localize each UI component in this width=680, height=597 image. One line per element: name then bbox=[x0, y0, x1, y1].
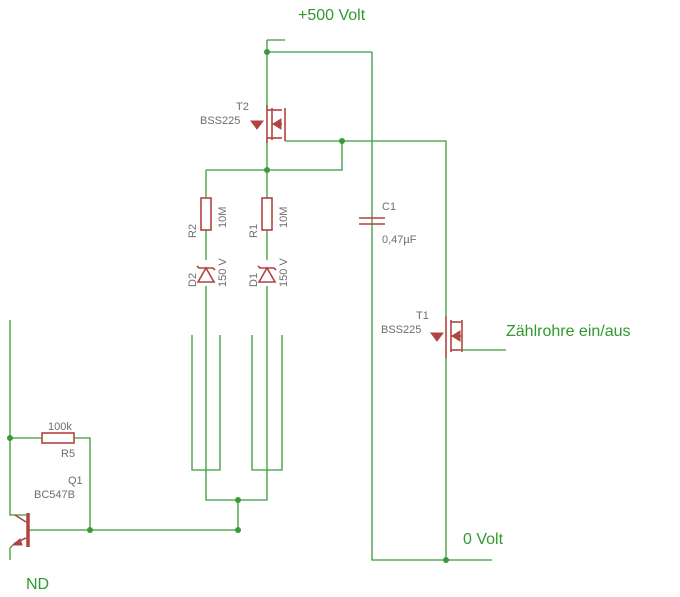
zener-d2 bbox=[196, 265, 216, 283]
geiger-tube-left bbox=[191, 335, 221, 471]
r2-ref: R2 bbox=[187, 224, 199, 238]
net-label-output: Zählrohre ein/aus bbox=[506, 323, 631, 340]
c1-ref: C1 bbox=[382, 201, 396, 213]
resistor-r1 bbox=[261, 197, 273, 231]
junction-dot bbox=[87, 527, 93, 533]
net-label-supply: +500 Volt bbox=[298, 7, 366, 24]
wire-supply bbox=[266, 39, 492, 561]
wire-gate-drop bbox=[206, 141, 343, 171]
junction-dot bbox=[264, 167, 270, 173]
junction-dot bbox=[443, 557, 449, 563]
mosfet-t1 bbox=[430, 316, 463, 358]
wires bbox=[9, 39, 506, 561]
t2-ref: T2 bbox=[236, 101, 249, 113]
d2-value: 150 V bbox=[217, 258, 229, 287]
d2-ref: D2 bbox=[187, 273, 199, 287]
wire-tube-to-q1 bbox=[30, 500, 239, 531]
q1-value: BC547B bbox=[34, 489, 75, 501]
d1-value: 150 V bbox=[278, 258, 290, 287]
d1-ref: D1 bbox=[248, 273, 260, 287]
junction-dot bbox=[264, 49, 270, 55]
r1-value: 10M bbox=[278, 207, 290, 228]
junction-dot bbox=[7, 435, 13, 441]
t2-value: BSS225 bbox=[200, 115, 240, 127]
t1-value: BSS225 bbox=[381, 324, 421, 336]
capacitor-c1 bbox=[359, 217, 385, 225]
geiger-tube-right bbox=[251, 335, 283, 471]
r5-value: 100k bbox=[48, 421, 72, 433]
wire-tube-return bbox=[205, 470, 268, 501]
resistor-r5 bbox=[41, 432, 75, 444]
q1-ref: Q1 bbox=[68, 475, 83, 487]
net-label-ground: 0 Volt bbox=[463, 531, 504, 548]
net-label-input: ND bbox=[26, 576, 49, 593]
wire-t2-gate bbox=[285, 140, 447, 316]
t1-ref: T1 bbox=[416, 310, 429, 322]
junction-dot bbox=[235, 527, 241, 533]
r2-value: 10M bbox=[217, 207, 229, 228]
junction-dot bbox=[235, 497, 241, 503]
resistor-r2 bbox=[200, 197, 212, 231]
mosfet-t2 bbox=[250, 105, 286, 143]
junctions bbox=[7, 49, 449, 563]
transistor-q1 bbox=[11, 513, 30, 547]
c1-value: 0,47µF bbox=[382, 234, 417, 246]
r1-ref: R1 bbox=[248, 224, 260, 238]
junction-dot bbox=[339, 138, 345, 144]
zener-d1 bbox=[257, 265, 277, 283]
wire-q1-emitter bbox=[9, 542, 16, 560]
wire-left-rail bbox=[9, 320, 91, 530]
r5-ref: R5 bbox=[61, 448, 75, 460]
